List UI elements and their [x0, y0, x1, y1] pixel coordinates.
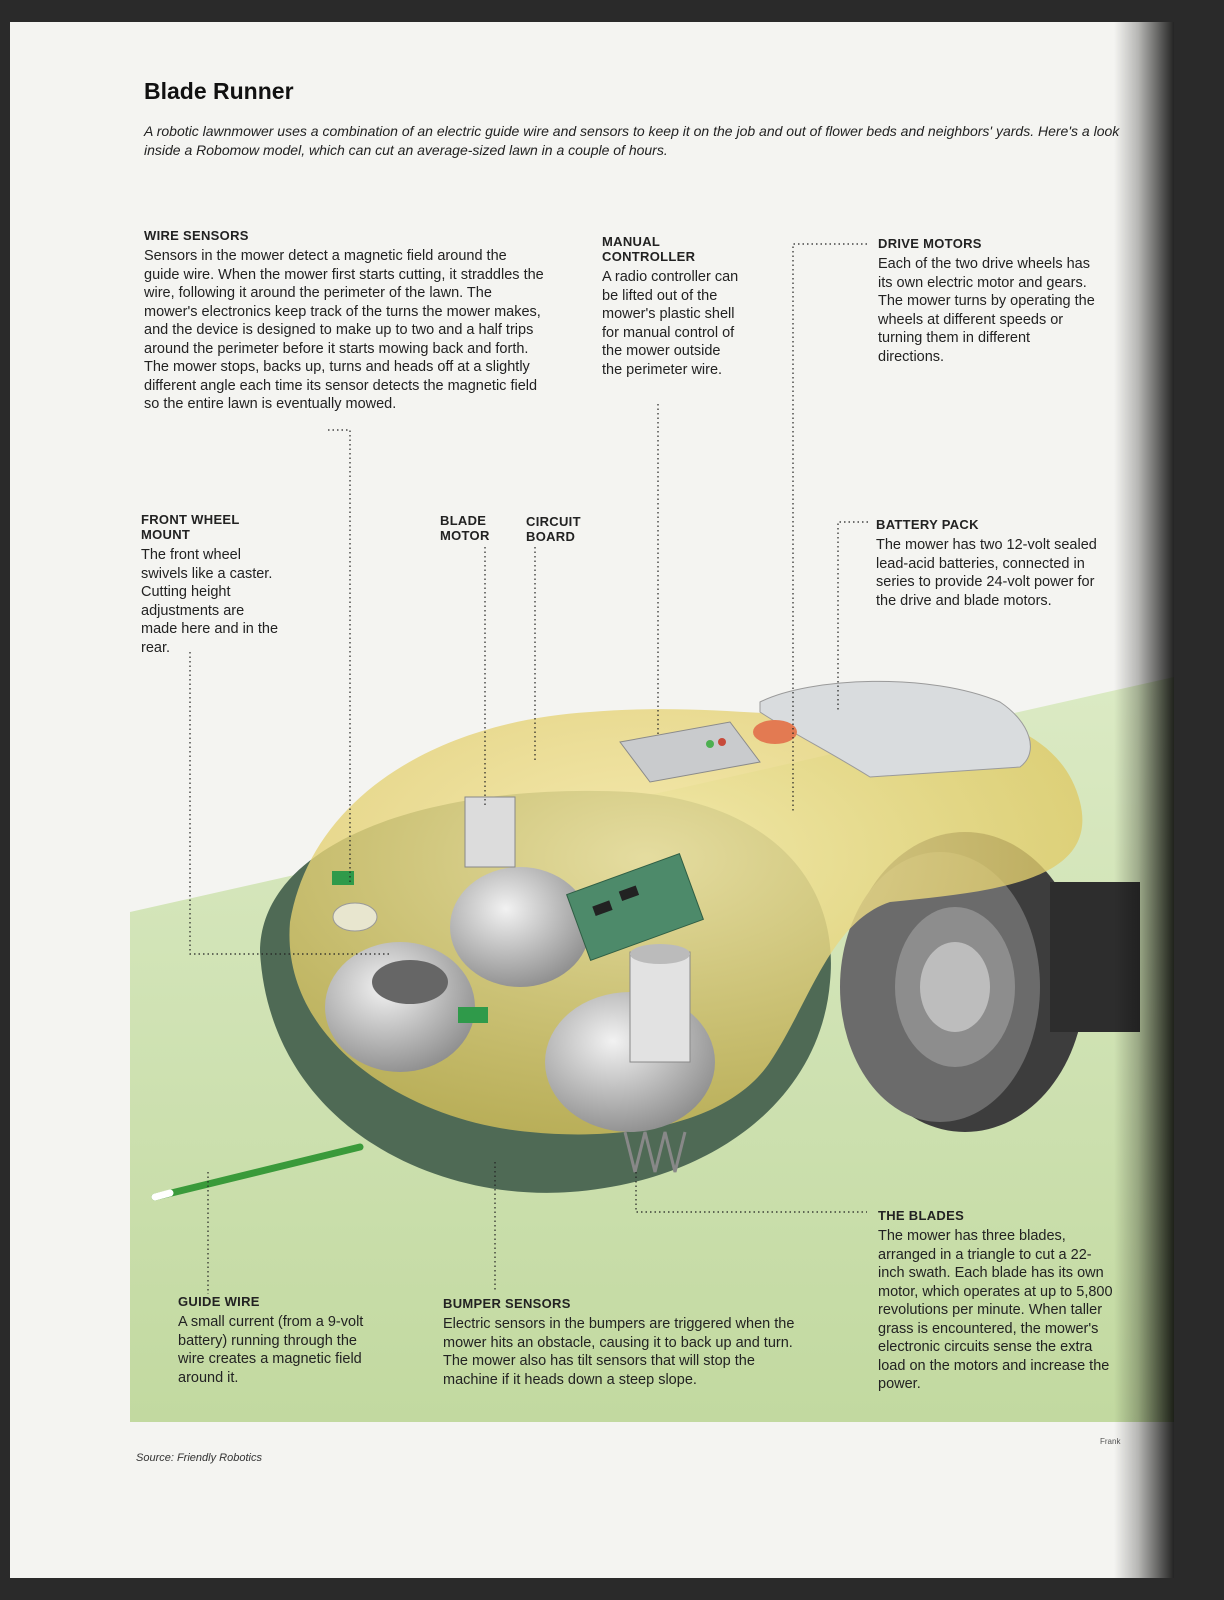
callout-title: GUIDE WIRE	[178, 1294, 260, 1309]
callout-title: MANUAL CONTROLLER	[602, 234, 696, 264]
callout-drive-motors: DRIVE MOTORS Each of the two drive wheel…	[878, 236, 1098, 366]
callout-wire-sensors: WIRE SENSORS Sensors in the mower detect…	[144, 228, 544, 414]
guide-wire-art	[151, 1143, 364, 1201]
page-title: Blade Runner	[144, 78, 294, 104]
wire-sensor-board-2	[458, 1007, 488, 1023]
leader-lines	[189, 243, 868, 1294]
blade-teeth	[623, 1131, 687, 1173]
callout-body: Electric sensors in the bumpers are trig…	[443, 1316, 795, 1388]
callout-body: The front wheel swivels like a caster. C…	[141, 547, 279, 656]
manual-controller-unit	[619, 721, 761, 783]
callout-title: CIRCUIT BOARD	[526, 514, 581, 544]
circuit-board-art	[566, 852, 704, 962]
callout-title: BUMPER SENSORS	[443, 1296, 571, 1311]
callout-body: A radio controller can be lifted out of …	[602, 269, 739, 378]
callout-body: The mower has three blades, arranged in …	[878, 1228, 1113, 1392]
intro-text: A robotic lawnmower uses a combination o…	[144, 123, 1120, 158]
callout-blade-motor: BLADE MOTOR	[440, 513, 510, 547]
callout-title: BLADE MOTOR	[440, 513, 490, 543]
callout-the-blades: THE BLADES The mower has three blades, a…	[878, 1208, 1114, 1394]
center-blade-column	[629, 951, 691, 1063]
callout-title: FRONT WHEEL MOUNT	[141, 512, 240, 542]
callout-title: THE BLADES	[878, 1208, 965, 1223]
callout-body: Each of the two drive wheels has its own…	[878, 256, 1095, 365]
wire-sensor-board	[332, 871, 354, 885]
callout-title: WIRE SENSORS	[144, 228, 249, 243]
book-spine-shadow	[1114, 22, 1174, 1578]
callout-front-wheel-mount: FRONT WHEEL MOUNT The front wheel swivel…	[141, 512, 281, 657]
callout-body: Sensors in the mower detect a magnetic f…	[144, 248, 544, 412]
callout-manual-controller: MANUAL CONTROLLER A radio controller can…	[602, 234, 742, 379]
callout-bumper-sensors: BUMPER SENSORS Electric sensors in the b…	[443, 1296, 803, 1389]
front-wheel-art	[332, 902, 378, 932]
folio-text: Frank	[1100, 1437, 1121, 1446]
drive-wheel	[840, 832, 1085, 1132]
callout-title: BATTERY PACK	[876, 517, 979, 532]
callout-body: The mower has two 12-volt sealed lead-ac…	[876, 537, 1097, 609]
top-cover	[759, 680, 1031, 778]
stop-button	[753, 720, 797, 744]
source-credit: Source: Friendly Robotics	[136, 1452, 262, 1464]
callout-circuit-board: CIRCUIT BOARD	[526, 514, 606, 548]
magazine-page: Blade Runner A robotic lawnmower uses a …	[10, 22, 1174, 1578]
callout-guide-wire: GUIDE WIRE A small current (from a 9-vol…	[178, 1294, 368, 1387]
callout-body: A small current (from a 9-volt battery) …	[178, 1314, 364, 1386]
blade-motor-column	[464, 796, 516, 868]
robotic-lawnmower-illustration	[130, 243, 1174, 1422]
callout-battery-pack: BATTERY PACK The mower has two 12-volt s…	[876, 517, 1116, 610]
callout-title: DRIVE MOTORS	[878, 236, 982, 251]
